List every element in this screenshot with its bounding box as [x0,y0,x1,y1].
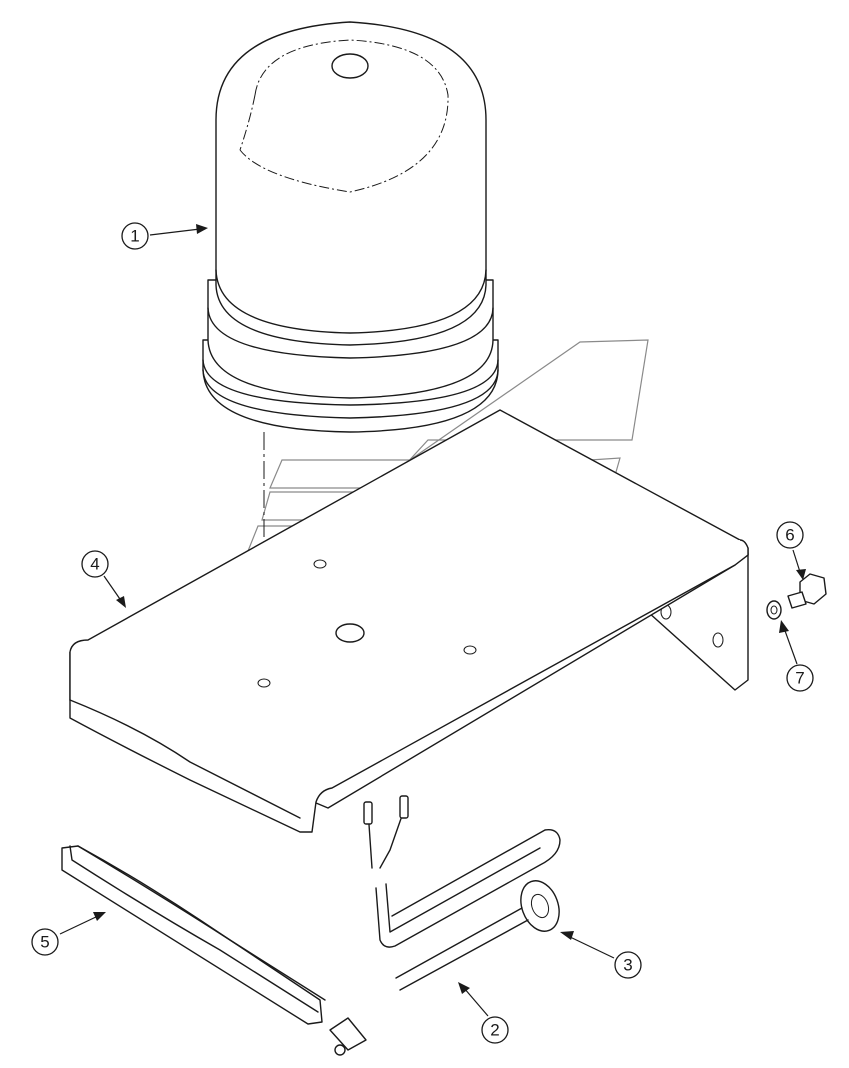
callout-6-label: 6 [785,526,794,545]
beacon-lamp [202,21,499,678]
callout-4: 4 [81,550,126,608]
callout-7: 7 [779,620,814,692]
callout-3: 3 [560,931,642,979]
edge-trim [61,845,326,1025]
callout-5-label: 5 [40,933,49,952]
callout-1-label: 1 [130,227,139,246]
callout-5: 5 [31,912,106,956]
callout-3-label: 3 [623,956,632,975]
bolt [787,573,827,609]
callout-4-label: 4 [90,555,99,574]
mounting-bracket [69,409,749,833]
washer [766,600,782,620]
callout-7-label: 7 [795,669,804,688]
callout-2: 2 [458,982,509,1044]
callout-6: 6 [776,521,806,580]
callout-2-label: 2 [490,1021,499,1040]
callout-1: 1 [121,222,208,250]
wire-harness [329,795,561,1056]
